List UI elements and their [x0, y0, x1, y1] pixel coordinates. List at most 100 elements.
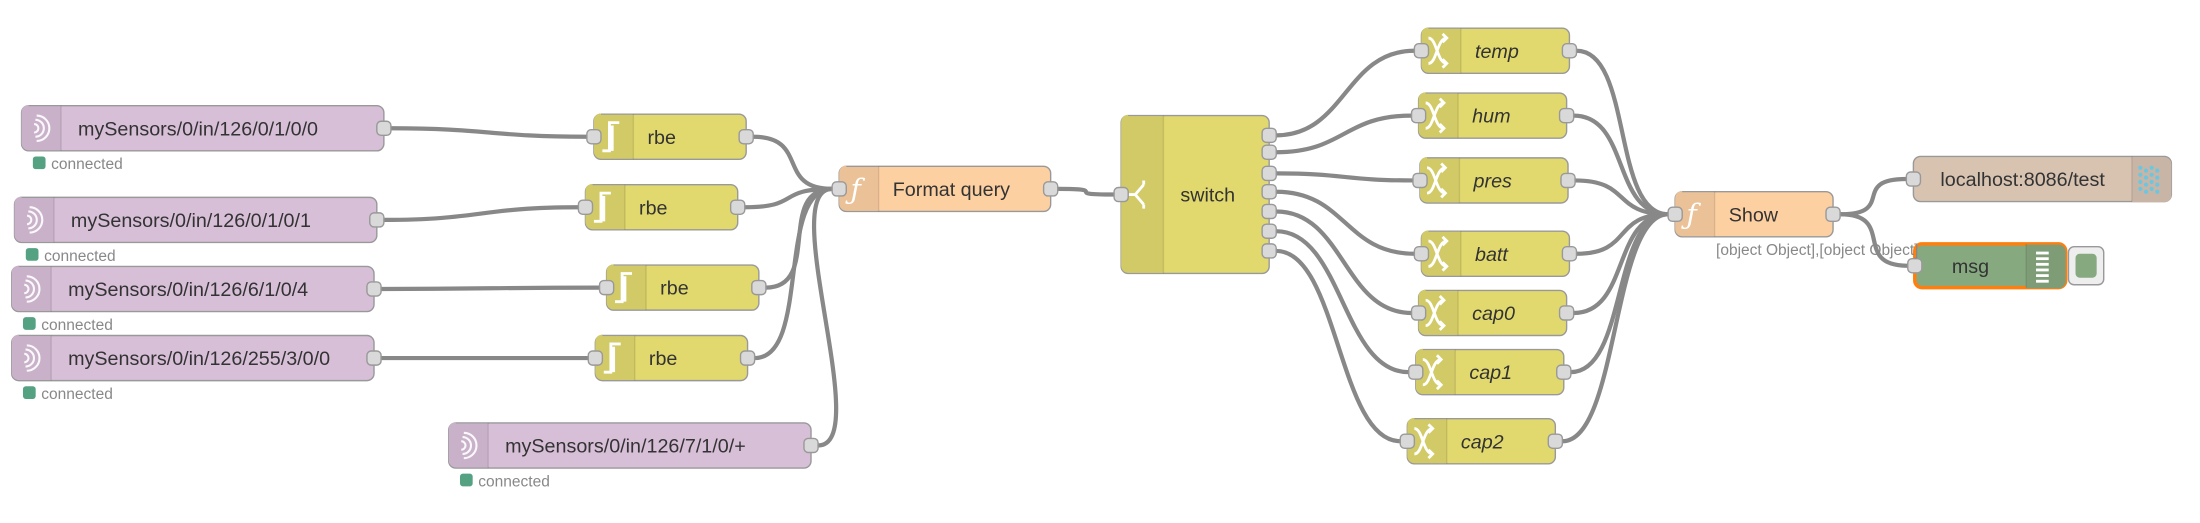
- wire-sw-c5[interactable]: [1276, 209, 1412, 316]
- wire-sh-db[interactable]: [1840, 176, 1907, 217]
- output-port[interactable]: [738, 128, 754, 145]
- wire-fq-sw[interactable]: [1057, 186, 1115, 197]
- node-label: rbe: [639, 197, 668, 219]
- node-rbe-r3[interactable]: rbe: [598, 264, 767, 311]
- output-port[interactable]: [1261, 203, 1277, 220]
- node-rbe-r1[interactable]: rbe: [586, 113, 754, 161]
- debug-icon: [2036, 251, 2049, 283]
- output-port[interactable]: [1560, 172, 1576, 189]
- node-mysensors-s5[interactable]: mySensors/0/in/126/7/1/0/+: [448, 422, 819, 469]
- input-port[interactable]: [577, 199, 594, 215]
- output-port[interactable]: [803, 437, 819, 454]
- output-port[interactable]: [1558, 107, 1575, 124]
- node-label: mySensors/0/in/126/6/1/0/4: [68, 279, 308, 301]
- output-port[interactable]: [1561, 42, 1578, 59]
- input-port[interactable]: [1113, 186, 1129, 203]
- wire-sw-c3[interactable]: [1276, 171, 1413, 183]
- input-port[interactable]: [1907, 257, 1923, 274]
- output-port[interactable]: [1556, 364, 1572, 380]
- wire-c7-sh[interactable]: [1562, 212, 1669, 444]
- input-port[interactable]: [1667, 206, 1683, 223]
- wire-sw-c2[interactable]: [1276, 113, 1412, 155]
- wire-s5-fq[interactable]: [811, 186, 839, 448]
- input-port[interactable]: [1905, 171, 1922, 187]
- node-change-c5[interactable]: cap0: [1410, 289, 1575, 337]
- node-change-c1[interactable]: temp: [1413, 27, 1578, 75]
- output-port[interactable]: [1558, 305, 1575, 321]
- wire-r1-fq[interactable]: [753, 134, 833, 192]
- input-port[interactable]: [1412, 172, 1428, 189]
- rbe-icon: [602, 121, 620, 153]
- input-port[interactable]: [1408, 364, 1424, 380]
- wire-c1-sh[interactable]: [1576, 48, 1669, 217]
- node-mysensors-s3[interactable]: mySensors/0/in/126/6/1/0/4: [11, 265, 382, 313]
- node-label: temp: [1475, 41, 1519, 63]
- output-port[interactable]: [369, 212, 385, 228]
- input-port[interactable]: [1410, 107, 1427, 124]
- input-port[interactable]: [831, 181, 847, 197]
- node-change-c4[interactable]: batt: [1413, 230, 1578, 278]
- node-mysensors-s4[interactable]: mySensors/0/in/126/255/3/0/0: [11, 334, 382, 382]
- wire-r2-fq[interactable]: [744, 186, 833, 210]
- debug-toggle-button[interactable]: [2067, 245, 2105, 286]
- wire-s3-r3[interactable]: [381, 285, 600, 292]
- input-port[interactable]: [586, 128, 602, 145]
- status-layer: connectedconnectedconnectedconnectedconn…: [22, 156, 1919, 490]
- wireless-icon: [33, 114, 51, 143]
- node-rbe-r2[interactable]: rbe: [577, 183, 746, 231]
- output-port[interactable]: [739, 350, 756, 366]
- output-port[interactable]: [751, 279, 767, 296]
- wire-c3-sh[interactable]: [1575, 178, 1669, 217]
- node-switch-sw[interactable]: switch: [1113, 114, 1277, 275]
- wire-s2-r2[interactable]: [383, 205, 579, 223]
- output-port[interactable]: [1561, 245, 1578, 262]
- output-port[interactable]: [729, 199, 746, 215]
- wire-sh-dg[interactable]: [1840, 212, 1908, 268]
- function-icon: ƒ: [1680, 198, 1701, 231]
- output-port[interactable]: [1261, 127, 1277, 144]
- node-mysensors-s2[interactable]: mySensors/0/in/126/0/1/0/1: [13, 196, 385, 244]
- wire-r4-fq[interactable]: [754, 186, 833, 361]
- output-port[interactable]: [1547, 433, 1564, 449]
- wire-s1-r1[interactable]: [390, 126, 587, 139]
- output-port[interactable]: [1261, 223, 1277, 239]
- output-port[interactable]: [366, 281, 382, 297]
- input-port[interactable]: [587, 350, 604, 366]
- node-label: batt: [1475, 244, 1509, 266]
- wire-sw-c1[interactable]: [1276, 48, 1415, 138]
- output-port[interactable]: [366, 350, 382, 366]
- wire-sw-c7[interactable]: [1276, 248, 1401, 444]
- wire-sw-c6[interactable]: [1276, 229, 1409, 375]
- node-rbe-r4[interactable]: rbe: [587, 334, 756, 382]
- output-port[interactable]: [1261, 144, 1277, 161]
- input-port[interactable]: [1410, 305, 1427, 321]
- input-port[interactable]: [1413, 42, 1430, 59]
- input-port[interactable]: [598, 279, 615, 296]
- output-port[interactable]: [1261, 243, 1277, 259]
- rbe-icon: [615, 272, 632, 304]
- node-change-c2[interactable]: hum: [1410, 92, 1575, 139]
- output-port[interactable]: [1825, 206, 1841, 223]
- function-icon: ƒ: [844, 173, 865, 206]
- output-port[interactable]: [376, 120, 392, 137]
- node-influxdb-db[interactable]: localhost:8086/test: [1905, 155, 2173, 203]
- status-text: connected: [41, 386, 113, 403]
- node-label: cap2: [1461, 431, 1504, 453]
- node-change-c7[interactable]: cap2: [1399, 417, 1564, 465]
- node-change-c6[interactable]: cap1: [1408, 348, 1572, 396]
- status-s1: connected: [32, 156, 123, 173]
- wire-sw-c4[interactable]: [1276, 189, 1415, 256]
- wire-c2-sh[interactable]: [1573, 113, 1669, 217]
- node-change-c3[interactable]: pres: [1412, 157, 1576, 204]
- node-mysensors-s1[interactable]: mySensors/0/in/126/0/1/0/0: [20, 105, 392, 152]
- node-debug-dg[interactable]: msg: [1907, 242, 2105, 290]
- database-icon: [2138, 165, 2160, 194]
- output-port[interactable]: [1261, 165, 1277, 182]
- node-icon-area: [21, 105, 62, 151]
- input-port[interactable]: [1399, 433, 1416, 449]
- output-port[interactable]: [1042, 181, 1059, 197]
- output-port[interactable]: [1261, 183, 1277, 200]
- input-port[interactable]: [1413, 245, 1430, 262]
